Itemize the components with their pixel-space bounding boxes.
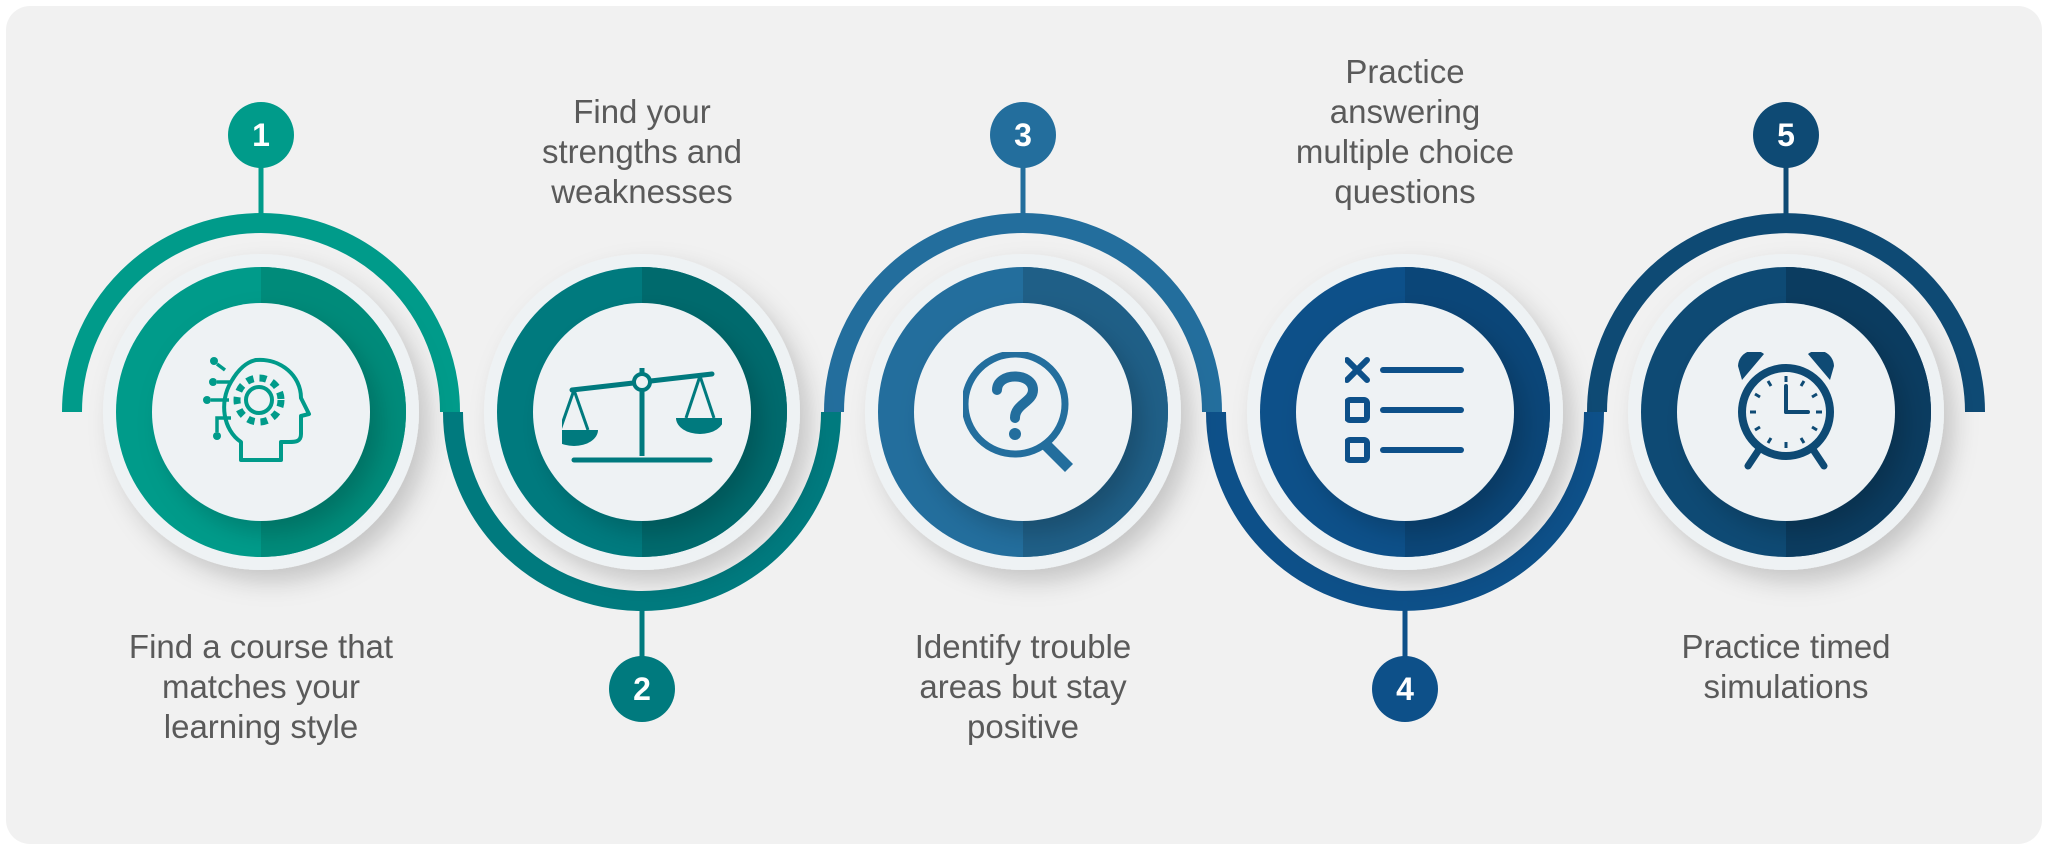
step-1-caption: Find a course that matches your learning…	[128, 628, 394, 745]
step-4-caption: Practice answering multiple choice quest…	[1295, 53, 1515, 210]
step-4-disc	[1247, 254, 1563, 570]
step-2-caption: Find your strengths and weaknesses	[542, 93, 742, 210]
step-1-number: 1	[252, 117, 270, 153]
step-2-number: 2	[633, 671, 651, 707]
step-4-badge	[1372, 656, 1438, 722]
step-5-badge	[1753, 102, 1819, 168]
step-2-caption-slot: Find your strengths and weaknesses	[482, 0, 802, 212]
step-3-badge	[990, 102, 1056, 168]
step-3-disc	[865, 254, 1181, 570]
step-5-disc	[1628, 254, 1944, 570]
step-4-number: 4	[1396, 671, 1414, 707]
step-5-number: 5	[1777, 117, 1795, 153]
step-4-caption-slot: Practice answering multiple choice quest…	[1245, 0, 1565, 212]
step-1-badge	[228, 102, 294, 168]
step-1-disc	[103, 254, 419, 570]
step-2-disc	[484, 254, 800, 570]
step-5-caption: Practice timed simulations	[1681, 628, 1891, 705]
step-2-badge	[609, 656, 675, 722]
step-3-number: 3	[1014, 117, 1032, 153]
step-3-caption: Identify trouble areas but stay positive	[914, 628, 1132, 745]
